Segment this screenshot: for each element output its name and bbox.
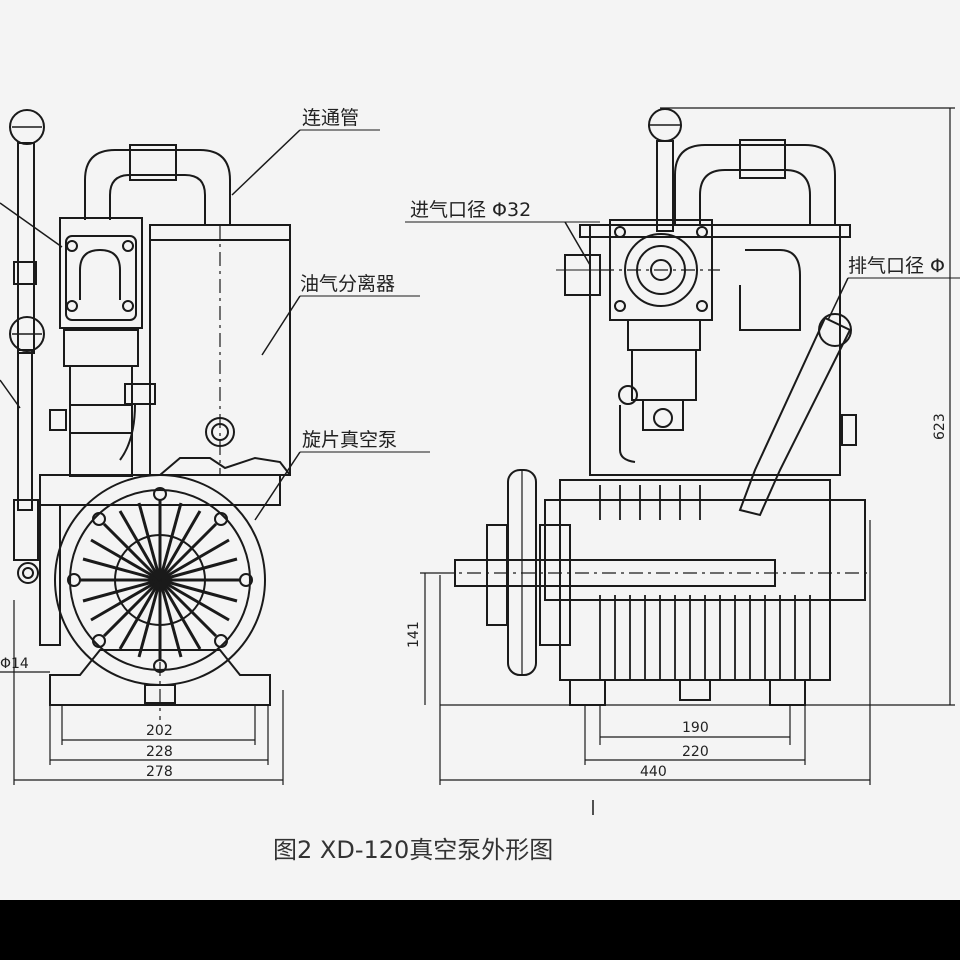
- side-view: 190 220 440 623 141: [405, 107, 960, 785]
- dim-141: 141: [406, 621, 422, 648]
- dim-228: 228: [146, 744, 173, 760]
- exhaust-arm: [738, 316, 852, 517]
- dim-623: 623: [932, 413, 948, 440]
- side-cooling-fins: [599, 485, 811, 680]
- label-oil-gas-separator: 油气分离器: [300, 273, 395, 295]
- dim-220: 220: [682, 744, 709, 760]
- dim-190: 190: [682, 720, 709, 736]
- label-inlet-diameter: 进气口径 Φ32: [410, 199, 531, 221]
- pump-outline-drawing: 202 228 278 Φ14 连通管 油气分离器 旋片真空泵: [0, 107, 960, 864]
- label-connecting-pipe: 连通管: [302, 107, 359, 129]
- side-dimensions: [420, 107, 955, 785]
- label-outlet-diameter: 排气口径 Φ: [848, 255, 945, 277]
- dim-202: 202: [146, 723, 173, 739]
- side-connecting-pipe: [674, 144, 836, 225]
- label-rotary-vane-pump: 旋片真空泵: [302, 429, 397, 451]
- front-dimensions: [0, 600, 284, 785]
- dim-278: 278: [146, 764, 173, 780]
- pump-base: [49, 649, 271, 706]
- dim-hole: Φ14: [0, 656, 29, 672]
- inlet-flange: [59, 217, 143, 329]
- front-view: 202 228 278 Φ14: [0, 109, 430, 785]
- cooling-fins: [80, 500, 240, 660]
- connecting-pipe: [84, 149, 231, 225]
- bottom-black-bar: [0, 900, 960, 960]
- dim-440: 440: [640, 764, 667, 780]
- figure-caption: 图2 XD-120真空泵外形图: [273, 836, 553, 864]
